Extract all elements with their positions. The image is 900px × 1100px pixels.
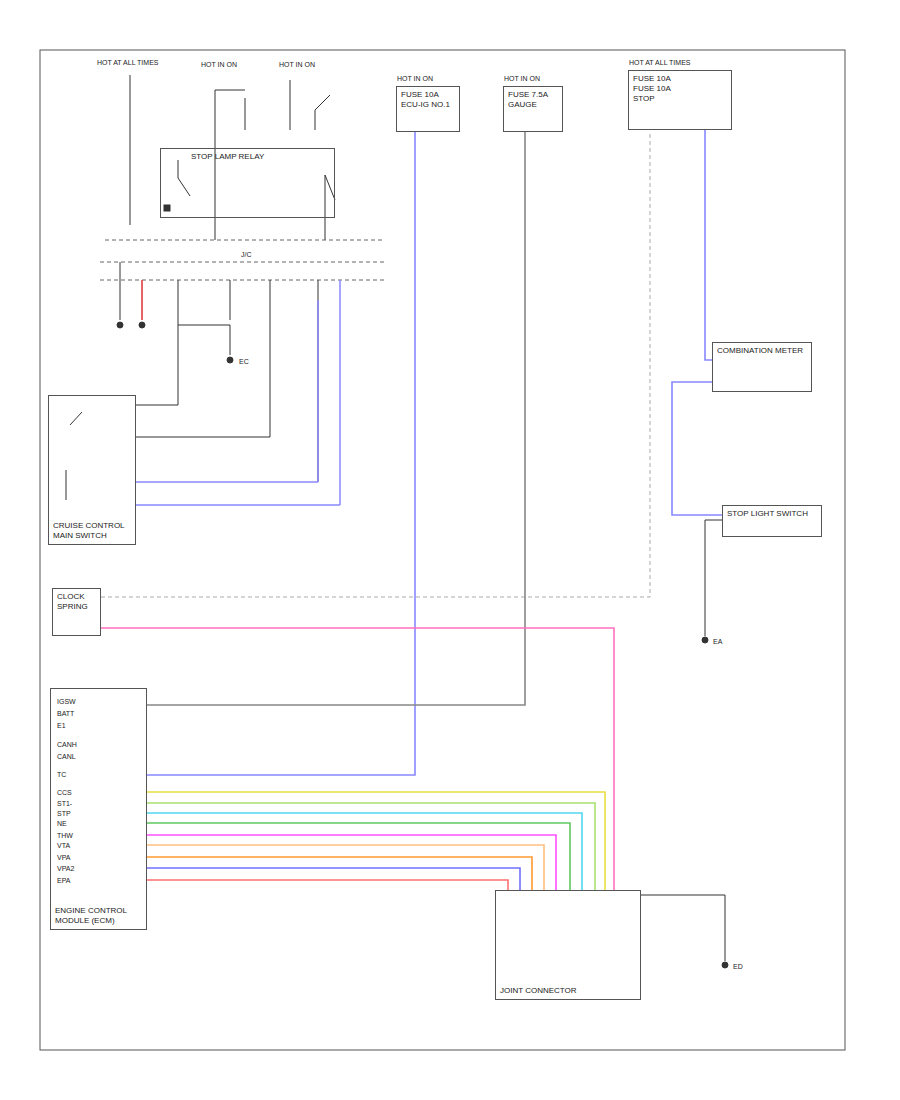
pin-name: VPA: [56, 853, 72, 862]
switch-box: CRUISE CONTROL MAIN SWITCH: [48, 395, 136, 545]
fuse-box: FUSE 7.5AGAUGE: [503, 86, 563, 132]
pin-name: CANL: [56, 752, 77, 761]
blue-wire: [339, 280, 341, 505]
pin-name: CANH: [56, 740, 78, 749]
wire: [705, 130, 712, 360]
switch-symbol: [66, 412, 82, 500]
fuse-box: FUSE 10AECU-IG NO.1: [396, 86, 460, 132]
wire: [147, 132, 525, 705]
supply-label: HOT IN ON: [396, 74, 434, 83]
connector-box: JOINT CONNECTOR: [495, 890, 641, 1000]
pin-name: NE: [56, 819, 68, 828]
ground-wire: [641, 895, 725, 961]
node-text: ENGINE CONTROL MODULE (ECM): [55, 906, 142, 926]
shield-wire: [101, 132, 650, 597]
node-text: FUSE 10A: [633, 74, 727, 84]
pin-name: TC: [56, 770, 67, 779]
wire: [147, 857, 532, 890]
relay-box: STOP LAMP RELAY: [160, 148, 335, 218]
relay-symbol: [164, 160, 335, 240]
meter-box: COMBINATION METER: [712, 342, 812, 392]
pin-name: THW: [56, 831, 74, 840]
wire: [147, 792, 605, 890]
wire: [147, 880, 508, 890]
ground-label: ED: [732, 962, 744, 971]
blue-wire: [317, 300, 319, 482]
fuse-box: FUSE 10AFUSE 10ASTOP: [628, 70, 732, 130]
ground-label: EC: [238, 357, 250, 366]
node-text: CLOCK SPRING: [57, 592, 96, 612]
wire: [147, 845, 544, 890]
frame: [40, 50, 845, 1050]
pin-name: CCS: [56, 788, 73, 797]
wire: [147, 835, 556, 890]
clock-spring-box: CLOCK SPRING: [52, 588, 101, 636]
pin-name: VTA: [56, 841, 71, 850]
blue-wire: [136, 481, 318, 483]
node-text: FUSE 10A: [401, 90, 455, 100]
node-text: STOP LIGHT SWITCH: [727, 509, 817, 519]
pin-name: IGSW: [56, 697, 77, 706]
wire: [147, 813, 582, 890]
supply-label: HOT AT ALL TIMES: [628, 58, 691, 67]
supply-label: HOT IN ON: [278, 60, 316, 69]
node-text: FUSE 10A: [633, 84, 727, 94]
supply-label: HOT IN ON: [200, 60, 238, 69]
supply-label: HOT AT ALL TIMES: [96, 58, 159, 67]
wire: [101, 628, 614, 890]
switch-box: STOP LIGHT SWITCH: [722, 505, 822, 537]
node-text: CRUISE CONTROL MAIN SWITCH: [53, 521, 131, 541]
pin-name: EPA: [56, 876, 72, 885]
wire: [147, 823, 570, 890]
blue-wire: [136, 504, 340, 506]
supply-label: HOT IN ON: [503, 74, 541, 83]
pin-name: VPA2: [56, 864, 75, 873]
node-text: GAUGE: [508, 100, 558, 110]
ground-wire: [705, 520, 722, 636]
node-text: STOP LAMP RELAY: [191, 152, 330, 162]
node-text: FUSE 7.5A: [508, 90, 558, 100]
wire: [672, 382, 722, 515]
connector-bar: [100, 240, 385, 280]
node-text: STOP: [633, 94, 727, 104]
wire: [147, 132, 415, 775]
node-text: JOINT CONNECTOR: [500, 986, 636, 996]
wire: [147, 803, 595, 890]
red-wire: [141, 280, 143, 320]
pin-name: BATT: [56, 709, 75, 718]
pin-name: STP: [56, 809, 72, 818]
pin-name: ST1-: [56, 799, 73, 808]
pin-name: E1: [56, 721, 67, 730]
switch-wires: [136, 405, 270, 437]
node-text: ECU-IG NO.1: [401, 100, 455, 110]
wire: [147, 868, 520, 890]
ground-label: EA: [712, 637, 723, 646]
supply-label: J/C: [240, 250, 253, 259]
ground-symbol: [117, 322, 728, 968]
bar-wires: [120, 262, 318, 482]
node-text: COMBINATION METER: [717, 346, 807, 356]
